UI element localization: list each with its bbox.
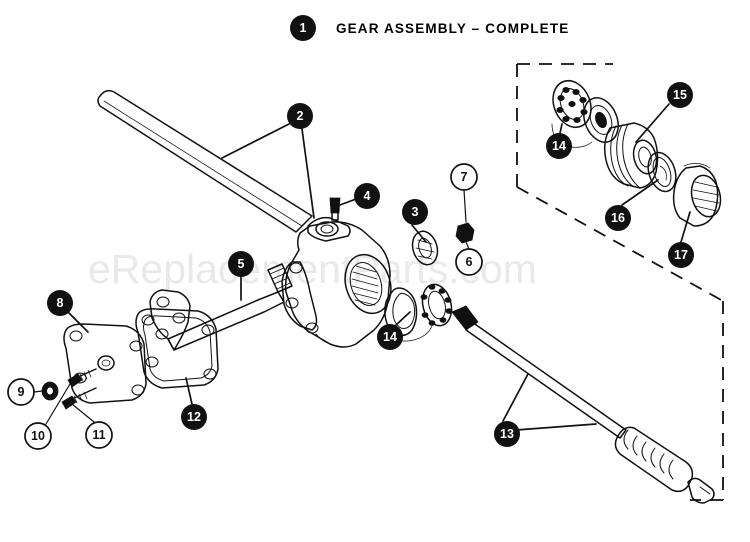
part-bolt-short — [67, 368, 97, 388]
part-steering-tube — [97, 89, 313, 233]
callout-7[interactable]: 7 — [450, 163, 478, 191]
part-bearing-cage-inset — [552, 79, 592, 129]
callout-8-number: 8 — [57, 296, 64, 310]
leader-lines — [33, 103, 691, 431]
callout-2-number: 2 — [297, 109, 304, 123]
worm-thread — [614, 426, 694, 493]
page-title: GEAR ASSEMBLY – COMPLETE — [336, 21, 569, 36]
callout-13-number: 13 — [500, 427, 514, 441]
part-grease-fitting — [329, 197, 341, 221]
part-worm-shaft — [451, 305, 715, 504]
callout-12-number: 12 — [187, 410, 201, 424]
callout-badges: 1 2 3 4 5 6 7 — [7, 15, 694, 450]
callout-3[interactable]: 3 — [402, 199, 428, 225]
part-bearing-race-inset — [551, 97, 619, 148]
callout-14-lower-number: 14 — [383, 330, 397, 344]
callout-7-number: 7 — [461, 170, 468, 184]
part-retainer-nut — [455, 222, 475, 244]
callout-13[interactable]: 13 — [494, 421, 520, 447]
callout-6-number: 6 — [466, 255, 473, 269]
part-lock-washer — [41, 381, 59, 401]
callout-11[interactable]: 11 — [85, 421, 113, 449]
callout-1[interactable]: 1 — [290, 15, 316, 41]
callout-4[interactable]: 4 — [354, 183, 380, 209]
part-pitman-arm-shaft — [149, 263, 293, 351]
callout-12[interactable]: 12 — [181, 404, 207, 430]
callout-8[interactable]: 8 — [47, 290, 73, 316]
callout-9-number: 9 — [18, 385, 25, 399]
callout-5[interactable]: 5 — [228, 251, 254, 277]
callout-4-number: 4 — [364, 189, 371, 203]
callout-15[interactable]: 15 — [667, 82, 693, 108]
callout-5-number: 5 — [238, 257, 245, 271]
roller-cage — [420, 283, 453, 327]
inset-boundary-diagonal — [516, 186, 724, 302]
part-bearing-cup-inset — [603, 122, 659, 189]
callout-3-number: 3 — [412, 205, 419, 219]
callout-14-lower[interactable]: 14 — [377, 324, 403, 350]
callout-10[interactable]: 10 — [24, 422, 52, 450]
part-bearing-retainer-inset — [672, 163, 722, 227]
callout-17[interactable]: 17 — [668, 242, 694, 268]
callout-14-inset-number: 14 — [552, 139, 566, 153]
callout-14-inset[interactable]: 14 — [546, 133, 572, 159]
callout-15-number: 15 — [673, 88, 687, 102]
part-gear-housing — [281, 216, 392, 348]
callout-9[interactable]: 9 — [7, 378, 35, 406]
callout-10-number: 10 — [31, 429, 45, 443]
part-bearing-assembly-lower — [384, 283, 453, 342]
part-bolt-long — [61, 387, 97, 410]
callout-16-number: 16 — [611, 211, 625, 225]
part-snap-ring-inset — [647, 151, 677, 193]
callout-6[interactable]: 6 — [455, 248, 483, 276]
part-gasket — [135, 308, 219, 389]
callout-2[interactable]: 2 — [287, 103, 313, 129]
part-cover-plate — [63, 323, 147, 404]
callout-16[interactable]: 16 — [605, 205, 631, 231]
callout-11-number: 11 — [92, 428, 105, 442]
callout-1-number: 1 — [300, 21, 307, 35]
callout-17-number: 17 — [674, 248, 688, 262]
